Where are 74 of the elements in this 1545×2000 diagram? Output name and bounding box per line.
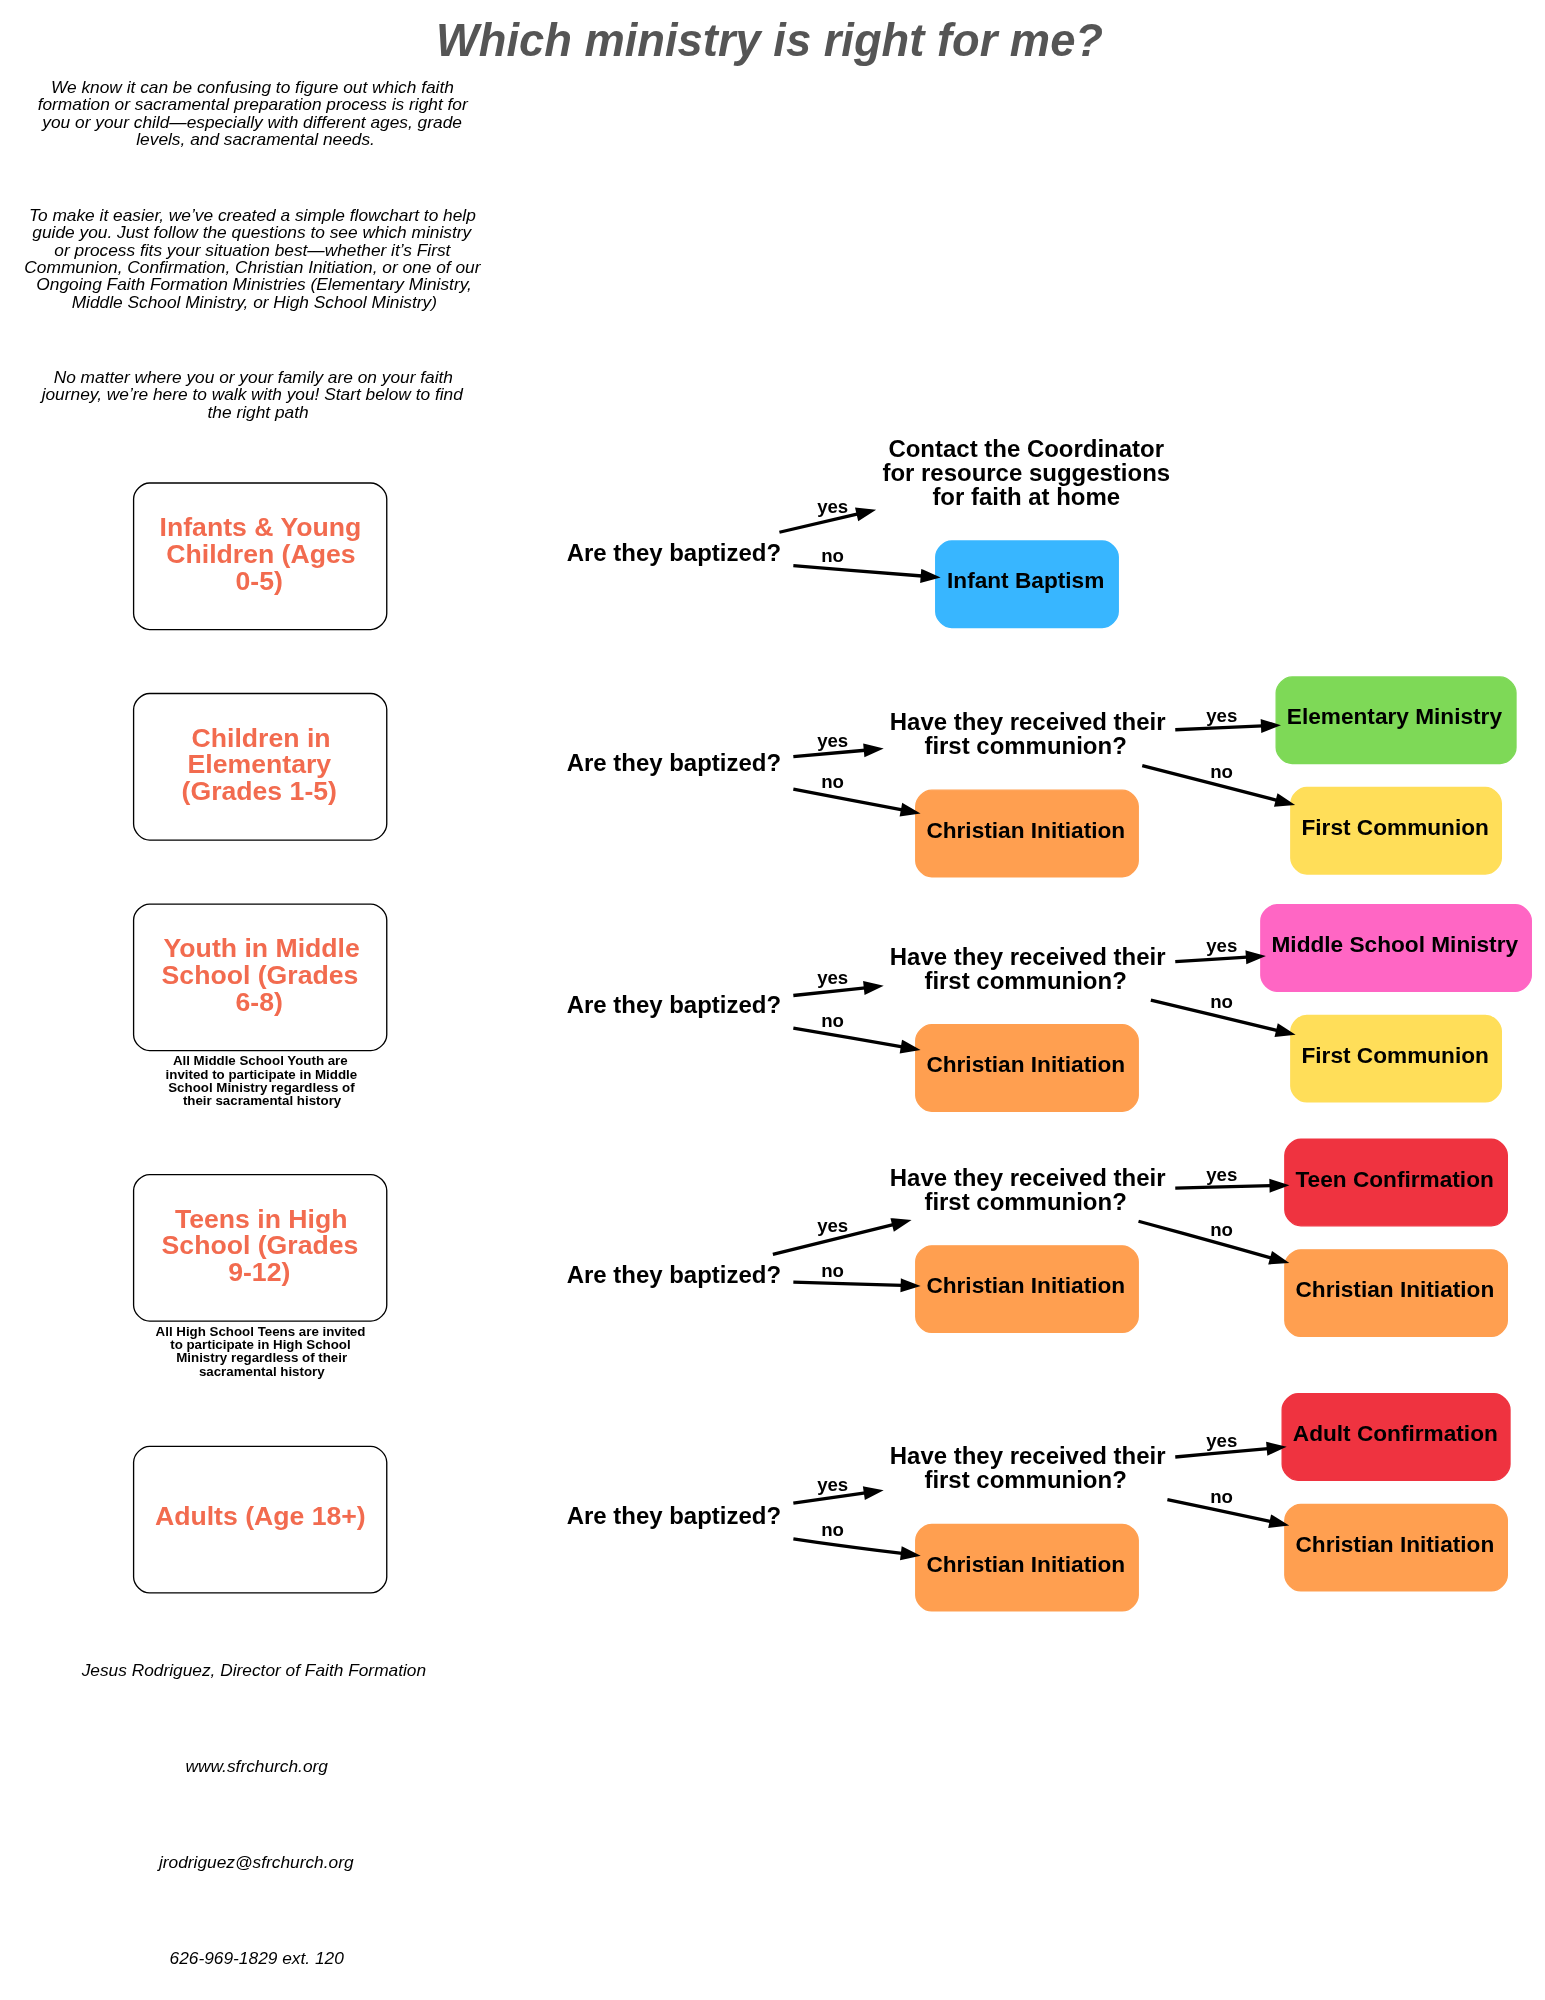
arrow — [1167, 1498, 1290, 1529]
arrow — [793, 1026, 921, 1054]
label: No matter where you or your family are on your faith journey, we’re here to walk with you! Start below to find the right path — [41, 366, 463, 422]
edge-label: yes — [817, 1473, 849, 1495]
node-box: Infants & Young Children (Ages 0-5) — [132, 482, 388, 631]
arrow — [1175, 1178, 1290, 1193]
edge-label: yes — [817, 730, 849, 752]
edge-label: yes — [1206, 1164, 1238, 1186]
node-box: Children in Elementary (Grades 1-5) — [132, 692, 388, 841]
label: To make it easier, we’ve created a simple flowchart to help guide you. Just follow the questions to see which ministry or process fits your situation best—whether it’s First Communion, Confirmation, Christian Initiation, or one of our Ongoing Faith Formation Ministries (Elementary Ministry, Middle School Ministry, or High School Ministry) — [24, 205, 481, 312]
arrow — [1150, 998, 1296, 1037]
node-box: Teen Confirmation — [1284, 1138, 1508, 1227]
arrow — [793, 1278, 921, 1293]
node-text: Are they baptized? — [566, 1502, 782, 1530]
arrow — [1138, 1219, 1290, 1265]
node-text: Are they baptized? — [566, 1261, 782, 1289]
node-label: All High School Teens are invited to participate in High School Ministry regardless of their sacramental history — [155, 1323, 366, 1379]
arrow — [1175, 950, 1266, 965]
edge-label: no — [1210, 991, 1233, 1013]
edge-label: no — [1210, 1219, 1233, 1241]
node-box: Christian Initiation — [915, 1245, 1139, 1334]
arrow — [793, 980, 884, 998]
arrow — [772, 1218, 912, 1257]
node-text: Are they baptized? — [566, 538, 782, 566]
node-text: Are they baptized? — [566, 990, 782, 1018]
arrow — [1175, 719, 1281, 734]
node-text: Have they received their first communion? — [889, 1442, 1166, 1494]
edge-label: no — [821, 544, 844, 566]
node-box: Infant Baptism — [935, 540, 1119, 629]
arrow — [793, 787, 921, 817]
edge-label: yes — [817, 495, 849, 517]
edge-label: yes — [1206, 704, 1238, 726]
edge-label: no — [1210, 1485, 1233, 1507]
arrow — [793, 564, 941, 583]
node-box: Teens in High School (Grades 9-12) — [132, 1173, 388, 1322]
arrow — [1141, 764, 1296, 807]
edge-label: yes — [1206, 935, 1238, 957]
arrow — [793, 1486, 884, 1505]
node-text: Are they baptized? — [566, 749, 782, 777]
node-box: Youth in Middle School (Grades 6-8) — [132, 903, 388, 1052]
node-box: Christian Initiation — [915, 1024, 1139, 1112]
node-box: First Communion — [1290, 1014, 1502, 1103]
arrow — [793, 743, 884, 759]
node-box: Adult Confirmation — [1281, 1393, 1511, 1481]
arrow — [1175, 1441, 1287, 1459]
diagram-title: Which ministry is right for me? — [436, 14, 1103, 66]
node-text: Have they received their first communion? — [889, 708, 1166, 760]
node-label: All Middle School Youth are invited to participate in Middle School Ministry regardless of their sacramental history — [165, 1053, 358, 1109]
node-box: Christian Initiation — [1284, 1249, 1508, 1338]
node-box: Christian Initiation — [915, 1523, 1139, 1612]
label: 626-969-1829 ext. 120 — [169, 1947, 344, 1968]
node-box: Elementary Ministry — [1275, 676, 1517, 765]
node-box: Adults (Age 18+) — [132, 1445, 388, 1594]
edge-label: no — [821, 1518, 844, 1540]
edge-label: yes — [1206, 1429, 1238, 1451]
node-box: First Communion — [1290, 786, 1502, 875]
label: We know it can be confusing to figure out which faith formation or sacramental preparation process is right for you or your child—especially with different ages, grade levels, and sacramental needs. — [37, 77, 468, 150]
edge-label: no — [821, 1260, 844, 1282]
node-text: Have they received their first communion? — [889, 942, 1166, 994]
edge-label: no — [821, 1009, 844, 1031]
node-box: Christian Initiation — [915, 789, 1139, 878]
node-box: Middle School Ministry — [1260, 904, 1532, 992]
node-text: Have they received their first communion? — [889, 1163, 1166, 1215]
edge-label: yes — [817, 967, 849, 989]
label: Jesus Rodriguez, Director of Faith Formation — [81, 1660, 427, 1681]
label: www.sfrchurch.org — [185, 1756, 328, 1777]
edge-label: yes — [817, 1215, 849, 1237]
arrow — [793, 1537, 921, 1561]
arrow — [779, 507, 877, 534]
node-text: Contact the Coordinator for resource suggestions for faith at home — [882, 434, 1171, 510]
node-box: Christian Initiation — [1284, 1503, 1508, 1592]
label: jrodriguez@sfrchurch.org — [158, 1851, 354, 1872]
edge-label: no — [821, 771, 844, 793]
edge-label: no — [1210, 760, 1233, 782]
